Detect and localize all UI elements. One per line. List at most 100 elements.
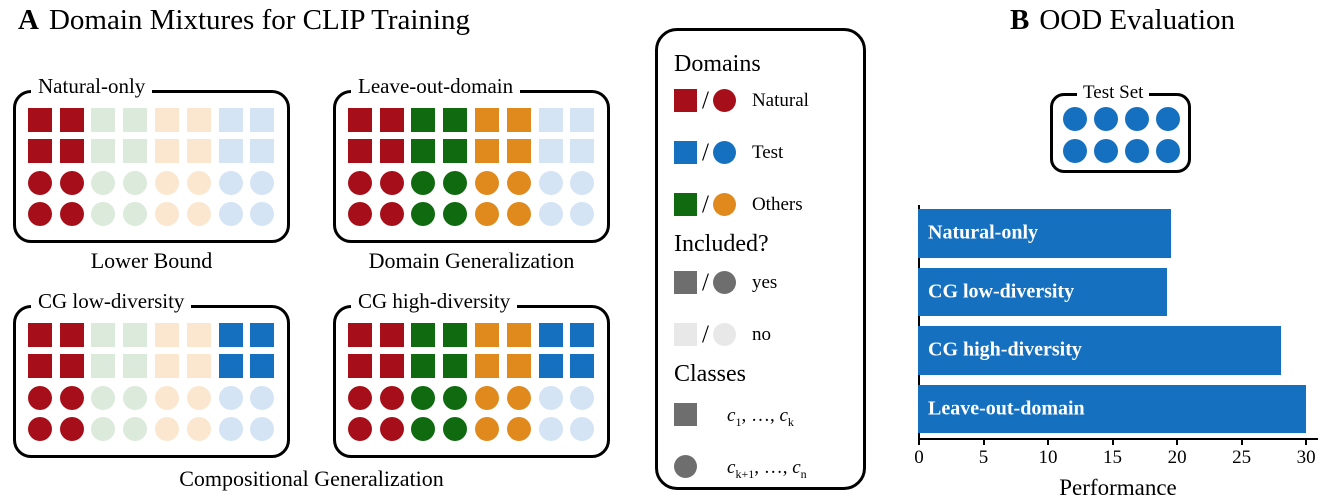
domain-circle (215, 167, 247, 199)
x-tick-label: 15 (1103, 447, 1123, 468)
square-marker (379, 139, 404, 164)
domain-square (24, 351, 56, 383)
square-marker (379, 322, 404, 347)
legend-row: /yes (674, 270, 777, 295)
x-tick-label: 25 (1232, 447, 1252, 468)
domain-square (344, 351, 376, 383)
domain-square (119, 351, 151, 383)
domain-circle (119, 414, 151, 446)
square-marker (475, 139, 500, 164)
domain-circle (408, 382, 440, 414)
bar-row[interactable]: CG high-diversity (918, 326, 1318, 375)
test-set-label: Test Set (1077, 83, 1150, 102)
domain-square (56, 319, 88, 351)
domain-grid (344, 319, 599, 445)
legend-circle-swatch (712, 323, 736, 346)
domain-circle (56, 414, 88, 446)
domain-square (439, 104, 471, 136)
circle-marker (155, 202, 180, 227)
square-marker (250, 354, 275, 379)
circle-marker (123, 170, 148, 195)
legend-heading: Included? (674, 231, 769, 257)
domain-square (119, 319, 151, 351)
circle-marker (506, 385, 531, 410)
circle-marker (250, 417, 275, 442)
x-tick (1176, 438, 1179, 445)
domain-square (567, 351, 599, 383)
domain-square (439, 351, 471, 383)
legend-label: Test (751, 141, 784, 163)
square-marker (506, 107, 531, 132)
square-marker (218, 107, 243, 132)
domain-square (56, 104, 88, 136)
test-set-dot (1093, 139, 1118, 163)
domain-square (215, 136, 247, 168)
bar-row[interactable]: CG low-diversity (918, 267, 1318, 316)
legend-separator: / (702, 321, 709, 348)
domain-circle (88, 414, 120, 446)
square-marker (443, 139, 468, 164)
domain-circle (247, 199, 279, 231)
circle-marker (506, 417, 531, 442)
test-set-dot (1124, 139, 1149, 163)
square-marker (91, 354, 116, 379)
bar[interactable]: CG high-diversity (918, 326, 1281, 375)
domain-square (408, 319, 440, 351)
legend-square-swatch (674, 193, 697, 216)
domain-circle (439, 382, 471, 414)
domain-circle (56, 382, 88, 414)
domain-circle (183, 382, 215, 414)
square-marker (411, 354, 436, 379)
chart-y-axis (918, 205, 920, 439)
circle-marker (186, 170, 211, 195)
circle-marker (411, 385, 436, 410)
circle-marker (91, 417, 116, 442)
x-tick (918, 438, 920, 445)
bar[interactable]: Leave-out-domain (918, 384, 1307, 433)
caption-compositional-generalization: Compositional Generalization (179, 466, 444, 491)
circle-marker (538, 417, 563, 442)
circle-marker (59, 385, 84, 410)
group-natural-only[interactable]: Natural-only (13, 76, 290, 243)
domain-square (88, 136, 120, 168)
bar[interactable]: Natural-only (918, 209, 1171, 258)
test-set-dot (1062, 139, 1087, 163)
circle-marker (506, 170, 531, 195)
bar-row[interactable]: Leave-out-domain (918, 384, 1318, 433)
square-marker (475, 107, 500, 132)
test-set-cell (1090, 135, 1121, 167)
chart-x-axis-label: Performance (1059, 475, 1177, 500)
test-set-box[interactable]: Test Set (1050, 83, 1191, 173)
x-tick (1305, 438, 1308, 445)
bar-row[interactable]: Natural-only (918, 209, 1318, 258)
group-leave-out-domain[interactable]: Leave-out-domain (333, 76, 610, 243)
domain-circle (535, 167, 567, 199)
square-marker (443, 354, 468, 379)
square-marker (506, 354, 531, 379)
square-marker (250, 322, 275, 347)
bar[interactable]: CG low-diversity (918, 267, 1168, 316)
domain-square (567, 104, 599, 136)
bar-label: Natural-only (928, 221, 1038, 244)
domain-square (376, 136, 408, 168)
domain-square (408, 104, 440, 136)
domain-square (56, 136, 88, 168)
domain-circle (344, 382, 376, 414)
group-cg-high-diversity[interactable]: CG high-diversity (333, 291, 610, 458)
square-marker (570, 139, 595, 164)
square-marker (59, 322, 84, 347)
square-marker (538, 354, 563, 379)
domain-square (247, 351, 279, 383)
square-marker (411, 322, 436, 347)
x-tick (982, 438, 985, 445)
domain-square (344, 104, 376, 136)
domain-square (215, 351, 247, 383)
group-label: Leave-out-domain (351, 76, 521, 97)
group-cg-low-diversity[interactable]: CG low-diversity (13, 291, 290, 458)
domain-circle (471, 167, 503, 199)
circle-marker (218, 202, 243, 227)
bar-label: CG low-diversity (928, 280, 1075, 303)
circle-marker (27, 385, 52, 410)
